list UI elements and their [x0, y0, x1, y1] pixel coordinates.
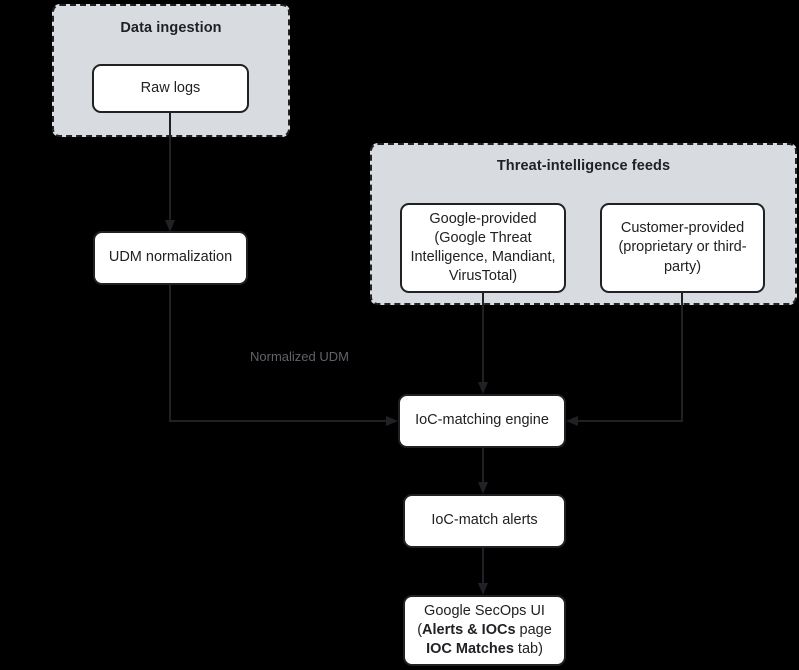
node-ioc-match-alerts-label: IoC-match alerts — [431, 512, 538, 529]
edge-label-normalized-udm: Normalized UDM — [250, 349, 349, 364]
node-udm-normalization[interactable]: UDM normalization — [93, 231, 248, 285]
edge-udm-normalization-to-ioc-matching-engine — [169, 285, 398, 426]
node-ioc-match-alerts[interactable]: IoC-match alerts — [403, 494, 566, 548]
node-ioc-matching-engine-label: IoC-matching engine — [415, 412, 549, 429]
node-google-secops-ui[interactable]: Google SecOps UI (Alerts & IOCs page IOC… — [403, 595, 566, 666]
node-customer-provided-label: Customer-provided (proprietary or third-… — [608, 219, 757, 276]
node-google-secops-ui-line-3-rest: tab) — [513, 641, 543, 658]
node-google-secops-ui-line-1: Google SecOps UI — [424, 602, 545, 619]
node-google-provided-line-4: VirusTotal) — [448, 268, 518, 285]
node-raw-logs-label: Raw logs — [140, 79, 201, 96]
cluster-data-ingestion-title: Data ingestion — [120, 20, 222, 36]
edge-ioc-match-alerts-to-google-secops-ui — [478, 548, 488, 595]
node-customer-provided-line-1: Customer-provided — [620, 220, 745, 237]
node-raw-logs[interactable]: Raw logs — [92, 64, 249, 113]
node-google-provided-label: Google-provided (Google Threat Intellige… — [408, 210, 558, 287]
edge-google-provided-to-ioc-matching-engine — [478, 292, 488, 394]
node-google-provided[interactable]: Google-provided (Google Threat Intellige… — [400, 203, 566, 293]
node-udm-normalization-label: UDM normalization — [108, 249, 233, 266]
node-ioc-matching-engine[interactable]: IoC-matching engine — [398, 394, 566, 448]
node-google-provided-line-3: Intelligence, Mandiant, — [410, 249, 556, 265]
node-google-secops-ui-line-2-bold: Alerts & IOCs — [422, 621, 516, 638]
node-customer-provided-line-3: party) — [663, 258, 702, 275]
node-google-secops-ui-line-2-prefix: ( — [417, 621, 423, 638]
node-customer-provided[interactable]: Customer-provided (proprietary or third-… — [600, 203, 765, 293]
node-google-provided-line-2: (Google Threat — [434, 229, 532, 246]
node-customer-provided-line-2: (proprietary or third- — [618, 239, 747, 256]
edge-raw-logs-to-udm-normalization — [165, 112, 175, 232]
edge-customer-provided-to-ioc-matching-engine — [566, 292, 683, 426]
node-google-secops-ui-line-2-rest: page — [515, 621, 552, 638]
node-google-secops-ui-line-3-bold: IOC Matches — [426, 641, 514, 658]
edge-ioc-matching-engine-to-ioc-match-alerts — [478, 448, 488, 494]
node-google-provided-line-1: Google-provided — [429, 210, 537, 227]
node-google-secops-ui-label: Google SecOps UI (Alerts & IOCs page IOC… — [411, 602, 558, 659]
cluster-threat-intelligence-feeds-title: Threat-intelligence feeds — [496, 158, 671, 174]
